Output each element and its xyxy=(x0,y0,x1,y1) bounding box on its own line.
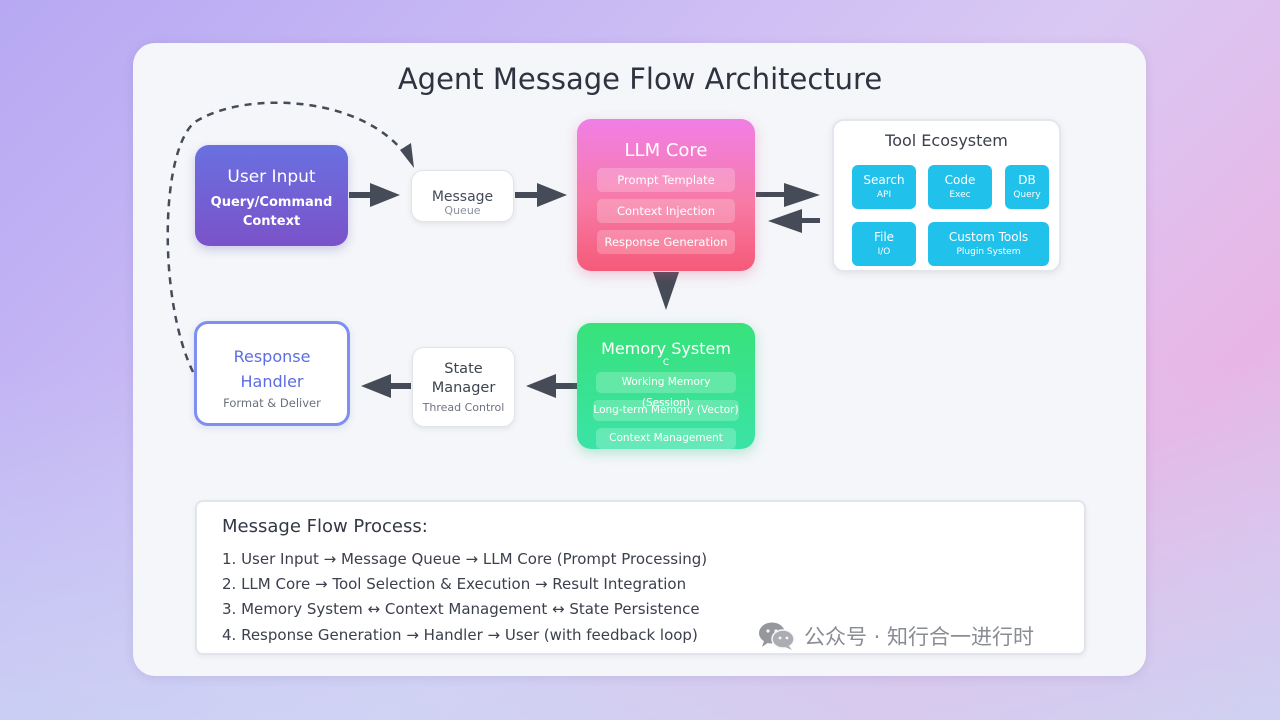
process-step-4: 4. Response Generation → Handler → User … xyxy=(222,626,698,644)
tool-file: File I/O xyxy=(852,222,916,266)
state-manager-title-line1: State xyxy=(444,361,483,377)
feedback-loop-arrowhead xyxy=(400,143,414,168)
llm-core-item-prompt-template: Prompt Template xyxy=(597,168,735,192)
arrow-queue-to-llm-shaft xyxy=(515,192,538,198)
tool-custom-tools: Custom Tools Plugin System xyxy=(928,222,1049,266)
user-input-line2: Context xyxy=(242,214,301,229)
memory-item-long-term-memory: Long-term Memory (Vector) xyxy=(593,400,739,421)
arrow-input-to-queue-shaft xyxy=(349,192,371,198)
tool-db-label: DB xyxy=(1018,173,1036,187)
user-input-line1: Query/Command xyxy=(210,195,333,210)
tool-file-sub: I/O xyxy=(877,247,891,257)
llm-core-item-context-injection: Context Injection xyxy=(597,199,735,223)
arrow-llm-to-tools-shaft xyxy=(756,192,786,197)
message-queue-title: Message xyxy=(431,189,494,205)
memory-system-mark: C xyxy=(662,358,670,368)
response-handler-subtitle: Format & Deliver xyxy=(223,396,321,410)
tool-search-sub: API xyxy=(876,190,892,200)
user-input-node: User Input Query/Command Context xyxy=(195,145,348,246)
arrow-state-to-response-shaft xyxy=(390,383,411,389)
message-queue-subtitle: Queue xyxy=(444,204,481,217)
arrow-state-to-response-head xyxy=(361,374,391,398)
message-queue-node: Message Queue xyxy=(411,170,514,222)
tool-custom-tools-label: Custom Tools xyxy=(948,230,1029,244)
tool-ecosystem-title: Tool Ecosystem xyxy=(885,131,1008,150)
response-handler-node: Response Handler Format & Deliver xyxy=(194,321,350,426)
memory-system-title: Memory System xyxy=(601,339,731,358)
wechat-icon xyxy=(759,622,795,650)
arrow-memory-to-state-head xyxy=(526,374,556,398)
memory-system-node: Memory System C Working Memory (Session)… xyxy=(577,323,755,449)
tool-code: Code Exec xyxy=(928,165,992,209)
arrow-llm-to-memory-head xyxy=(653,272,679,310)
message-flow-process-panel: Message Flow Process: 1. User Input → Me… xyxy=(195,500,1086,655)
tool-custom-tools-sub: Plugin System xyxy=(956,247,1021,257)
memory-item-context-management: Context Management xyxy=(596,428,736,449)
tool-ecosystem-node: Tool Ecosystem Search API Code Exec DB Q… xyxy=(832,119,1061,272)
arrow-memory-to-state-shaft xyxy=(556,383,577,389)
tool-code-sub: Exec xyxy=(949,190,971,200)
state-manager-node: State Manager Thread Control xyxy=(412,347,515,427)
arrow-queue-to-llm-head xyxy=(537,183,567,207)
tool-db: DB Query xyxy=(1005,165,1049,209)
tool-code-label: Code xyxy=(944,173,976,187)
arrow-tools-to-llm-head xyxy=(768,209,802,233)
tool-search: Search API xyxy=(852,165,916,209)
diagram-title: Agent Message Flow Architecture xyxy=(397,62,883,96)
memory-item-working-memory: Working Memory (Session) xyxy=(596,372,736,409)
process-step-2: 2. LLM Core → Tool Selection & Execution… xyxy=(222,575,687,593)
user-input-title: User Input xyxy=(227,167,316,187)
state-manager-title-line2: Manager xyxy=(431,380,496,396)
response-handler-title-line2: Handler xyxy=(240,372,304,391)
tool-search-label: Search xyxy=(863,173,905,187)
state-manager-subtitle: Thread Control xyxy=(422,401,505,414)
llm-core-node: LLM Core Prompt Template Context Injecti… xyxy=(577,119,755,271)
llm-core-item-response-generation: Response Generation xyxy=(597,230,735,254)
feedback-loop-arrow xyxy=(166,101,410,373)
process-heading: Message Flow Process: xyxy=(222,516,428,537)
process-step-1: 1. User Input → Message Queue → LLM Core… xyxy=(222,550,708,568)
arrow-tools-to-llm-shaft xyxy=(800,218,820,223)
watermark-text: 公众号 · 知行合一进行时 xyxy=(804,625,1035,649)
arrow-input-to-queue-head xyxy=(370,183,400,207)
watermark: 公众号 · 知行合一进行时 xyxy=(758,621,1034,651)
llm-core-title: LLM Core xyxy=(624,140,708,161)
tool-file-label: File xyxy=(873,230,895,244)
arrow-llm-to-tools-head xyxy=(784,183,820,207)
response-handler-title-line1: Response xyxy=(233,347,311,366)
process-step-3: 3. Memory System ↔ Context Management ↔ … xyxy=(222,600,700,618)
tool-db-sub: Query xyxy=(1013,190,1041,200)
